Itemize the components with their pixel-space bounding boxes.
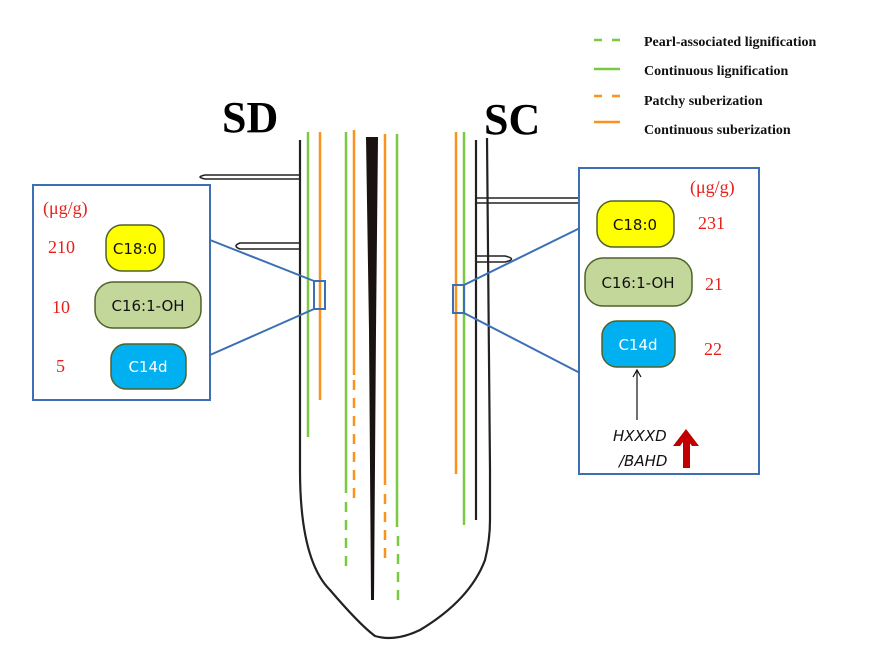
value-c14d: 22 — [704, 339, 722, 359]
unit-label: (μg/g) — [43, 198, 88, 219]
zoom-marker-left — [313, 280, 326, 310]
pill-label: C18:0 — [113, 240, 157, 258]
legend-label: Patchy suberization — [644, 94, 763, 109]
upregulation-arrow-head — [673, 429, 699, 446]
legend-label: Continuous suberization — [644, 123, 791, 138]
root-hair-right-lower — [475, 255, 513, 263]
value-c16-1-oh: 10 — [52, 297, 70, 317]
legend-label: Continuous lignification — [644, 64, 789, 79]
pill-c14d — [110, 343, 187, 390]
arrow-head — [632, 368, 642, 378]
label-sc: SC — [484, 95, 540, 144]
connector-line — [209, 308, 315, 356]
root-outline — [199, 137, 584, 640]
right-callout-panel: (μg/g) C18:0 231 C16:1-OH 21 C14d 22 HXX… — [578, 167, 760, 475]
root-hair-right-upper — [475, 197, 584, 204]
pill-label: C14d — [128, 358, 167, 376]
pill-label: C16:1-OH — [601, 274, 674, 292]
value-c18-0: 231 — [698, 213, 725, 233]
legend: Pearl-associated lignification Continuou… — [594, 35, 816, 138]
root-hair-left-lower — [235, 242, 300, 250]
value-c16-1-oh: 21 — [705, 274, 723, 294]
legend-item-patchy-suberization: Patchy suberization — [594, 94, 763, 109]
label-sd: SD — [222, 93, 278, 142]
connector-line — [463, 312, 581, 374]
left-callout-panel: (μg/g) 210 C18:0 10 C16:1-OH 5 C14d — [32, 184, 211, 401]
upregulation-arrow-icon — [673, 429, 699, 468]
pill-label: C14d — [618, 336, 657, 354]
root-contour — [298, 137, 492, 640]
gene-label-line2: /BAHD — [617, 452, 667, 470]
value-c14d: 5 — [56, 356, 65, 376]
arrow-gene-to-c14d — [632, 368, 642, 420]
legend-item-pearl-lignification: Pearl-associated lignification — [594, 35, 816, 50]
pill-c14d — [601, 320, 676, 368]
legend-item-continuous-lignification: Continuous lignification — [594, 64, 789, 79]
legend-label: Pearl-associated lignification — [644, 35, 816, 50]
callout-connectors — [209, 227, 581, 374]
pill-label: C18:0 — [613, 216, 657, 234]
pill-c18-0 — [105, 224, 165, 272]
connector-line — [463, 227, 581, 286]
pill-c16-1-oh — [584, 257, 693, 307]
zoom-marker-right — [452, 284, 465, 314]
pill-label: C16:1-OH — [111, 297, 184, 315]
unit-label: (μg/g) — [690, 177, 735, 198]
stele — [366, 137, 378, 600]
barrier-lines — [306, 130, 466, 605]
value-c18-0: 210 — [48, 237, 75, 257]
connector-line — [209, 239, 315, 282]
pill-c18-0 — [596, 200, 675, 248]
upregulation-arrow-shaft — [683, 438, 690, 468]
pill-c16-1-oh — [94, 281, 202, 329]
root-hair-left-upper — [199, 174, 300, 180]
legend-item-continuous-suberization: Continuous suberization — [594, 120, 791, 138]
gene-label-line1: HXXXD — [613, 427, 667, 445]
